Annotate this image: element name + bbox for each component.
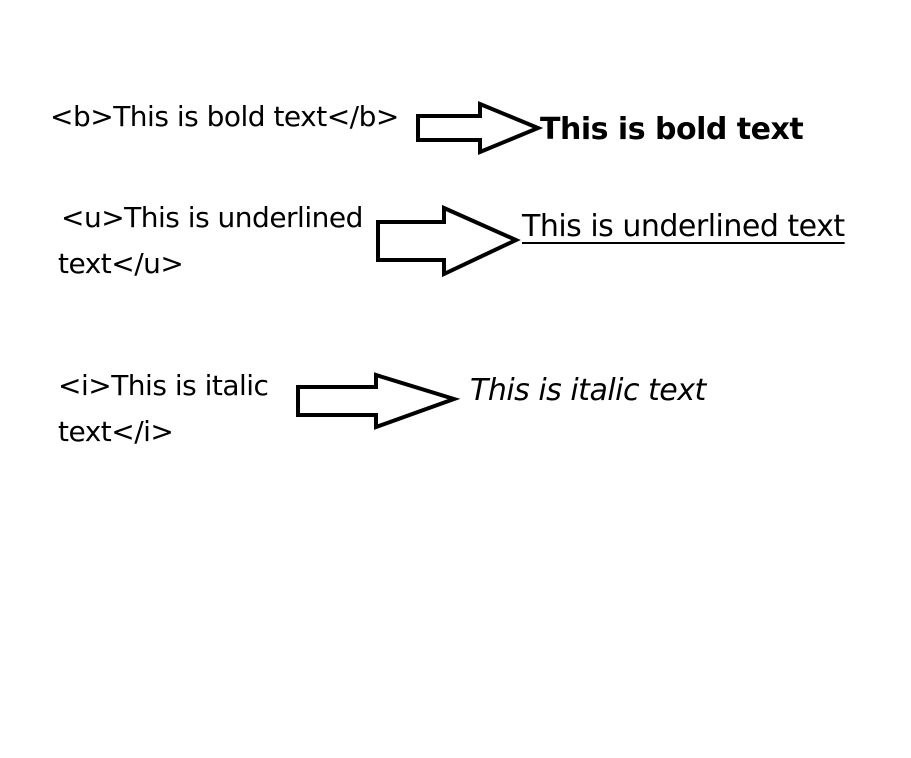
italic-code-snippet: <i>This is italic text</i> xyxy=(58,363,269,455)
italic-code-line-2: text</i> xyxy=(58,415,174,448)
italic-result-text: This is italic text xyxy=(470,373,706,408)
italic-code-line-1: <i>This is italic xyxy=(58,369,269,402)
right-arrow-icon xyxy=(376,204,521,278)
underline-code-line-1: <u>This is underlined xyxy=(61,201,363,234)
right-arrow-icon xyxy=(296,372,461,430)
underline-result-text: This is underlined text xyxy=(522,209,845,244)
bold-code-snippet: <b>This is bold text</b> xyxy=(50,94,399,140)
bold-code-line-1: <b>This is bold text</b> xyxy=(50,100,399,133)
underline-code-line-2: text</u> xyxy=(58,247,184,280)
underline-code-snippet: <u>This is underlined text</u> xyxy=(58,195,363,287)
right-arrow-icon xyxy=(416,101,544,155)
bold-result-text: This is bold text xyxy=(540,112,804,147)
